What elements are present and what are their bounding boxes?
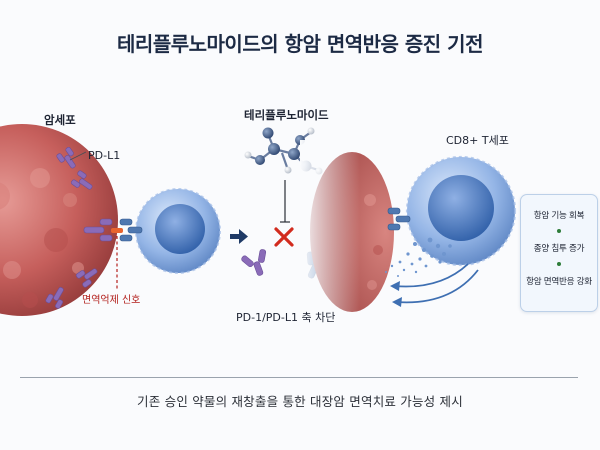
pd1-receptor-left xyxy=(119,218,143,242)
cytotoxic-granules xyxy=(385,237,452,277)
effect-item: 항암 면역반응 강화 xyxy=(526,277,592,287)
effect-item: 종양 침투 증가 xyxy=(533,244,585,254)
suppression-signal-bar xyxy=(111,228,123,233)
immune-signal-label: 면역억제 신호 xyxy=(82,295,141,306)
pdl1-bound xyxy=(83,218,113,242)
pdl1-separated xyxy=(241,249,267,276)
effect-item: 항암 기능 회복 xyxy=(533,211,585,221)
pdl1-label: PD-L1 xyxy=(88,149,121,162)
bullet-dot xyxy=(557,262,561,266)
pdl1-callout-line xyxy=(69,151,87,161)
block-x-icon xyxy=(274,227,294,247)
pd1-receptor-right xyxy=(387,207,411,231)
attack-arrows xyxy=(393,263,479,304)
arrow-right-1 xyxy=(230,229,248,244)
divider xyxy=(20,377,578,378)
bullet-dot xyxy=(557,229,561,233)
drug-label: 테리플루노마이드 xyxy=(244,108,329,122)
t-cell-right xyxy=(405,155,517,267)
page-title: 테리플루노마이드의 항암 면역반응 증진 기전 xyxy=(117,32,483,56)
blockade-label: PD-1/PD-L1 축 차단 xyxy=(236,311,336,324)
cancer-cell xyxy=(0,124,118,316)
tcell-label: CD8+ T세포 xyxy=(446,134,509,147)
teriflunomide-molecule xyxy=(244,127,323,175)
pdl1-receptors xyxy=(45,146,98,309)
effects-panel: 항암 기능 회복 종양 침투 증가 항암 면역반응 강화 xyxy=(520,194,598,312)
cancer-cell-right xyxy=(300,140,394,330)
attack-arrowheads xyxy=(390,281,402,307)
caption: 기존 승인 약물의 재창출을 통한 대장암 면역치료 가능성 제시 xyxy=(137,394,463,409)
inhibition-line xyxy=(280,180,290,223)
t-cell-left xyxy=(135,188,221,274)
cancer-cell-label: 암세포 xyxy=(44,113,76,127)
